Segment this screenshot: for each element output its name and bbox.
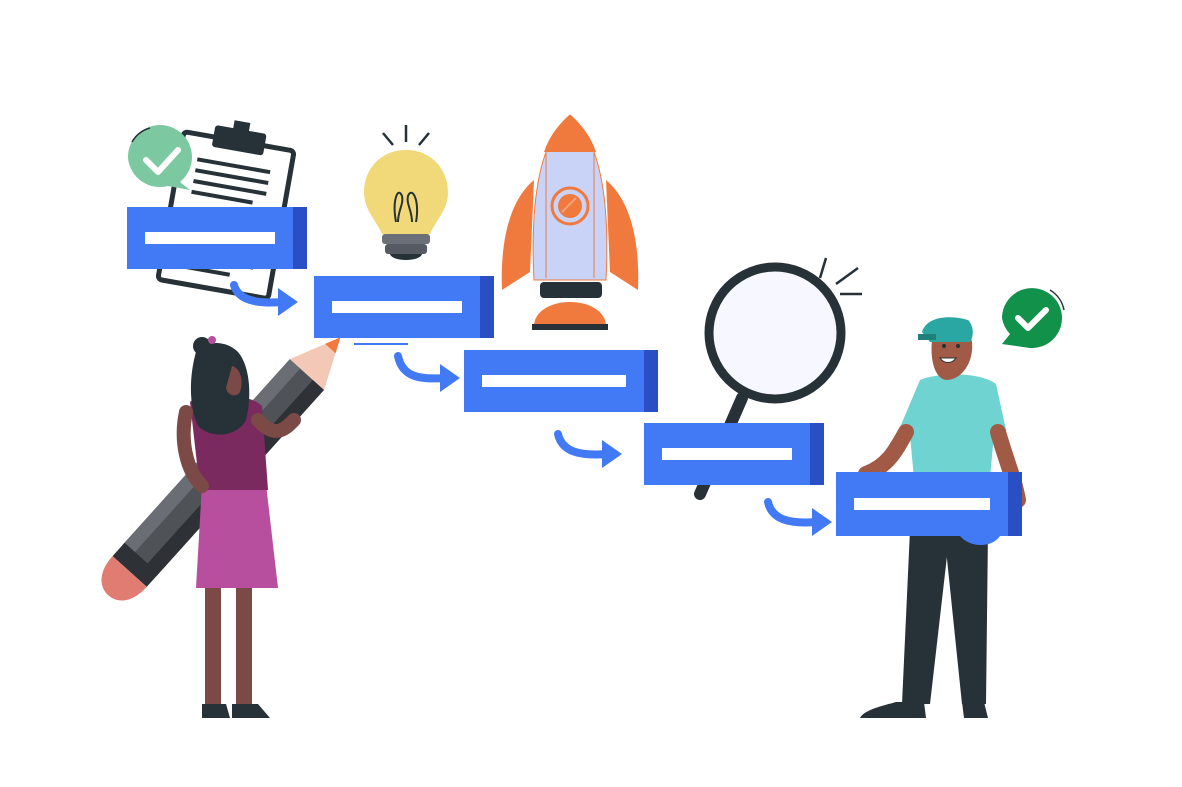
step-3-box xyxy=(464,350,658,412)
step-1-side xyxy=(293,207,307,269)
woman-figure xyxy=(176,336,301,718)
step-1-label-bar xyxy=(145,232,275,244)
rocket-icon xyxy=(501,114,639,330)
man-figure xyxy=(858,317,1026,718)
lightbulb-icon xyxy=(364,125,448,260)
step-5-box xyxy=(836,472,1022,536)
arrow-1 xyxy=(230,281,298,316)
step-2-label-bar xyxy=(332,301,462,313)
arrow-2 xyxy=(394,352,460,392)
step-5-label-bar xyxy=(854,498,990,510)
check-badge-icon xyxy=(1002,288,1065,349)
step-4-box xyxy=(644,423,824,485)
steps-layer xyxy=(127,207,1022,536)
arrow-4 xyxy=(764,498,832,536)
step-2-box xyxy=(314,276,494,338)
arrows-layer xyxy=(230,281,832,536)
step-3-side xyxy=(644,350,658,412)
check-badge-icon xyxy=(127,125,192,190)
step-4-side xyxy=(810,423,824,485)
step-4-label-bar xyxy=(662,448,792,460)
arrow-3 xyxy=(554,430,622,468)
step-3-label-bar xyxy=(482,375,626,387)
step-1-box xyxy=(127,207,307,269)
step-5-side xyxy=(1008,472,1022,536)
step-2-side xyxy=(480,276,494,338)
